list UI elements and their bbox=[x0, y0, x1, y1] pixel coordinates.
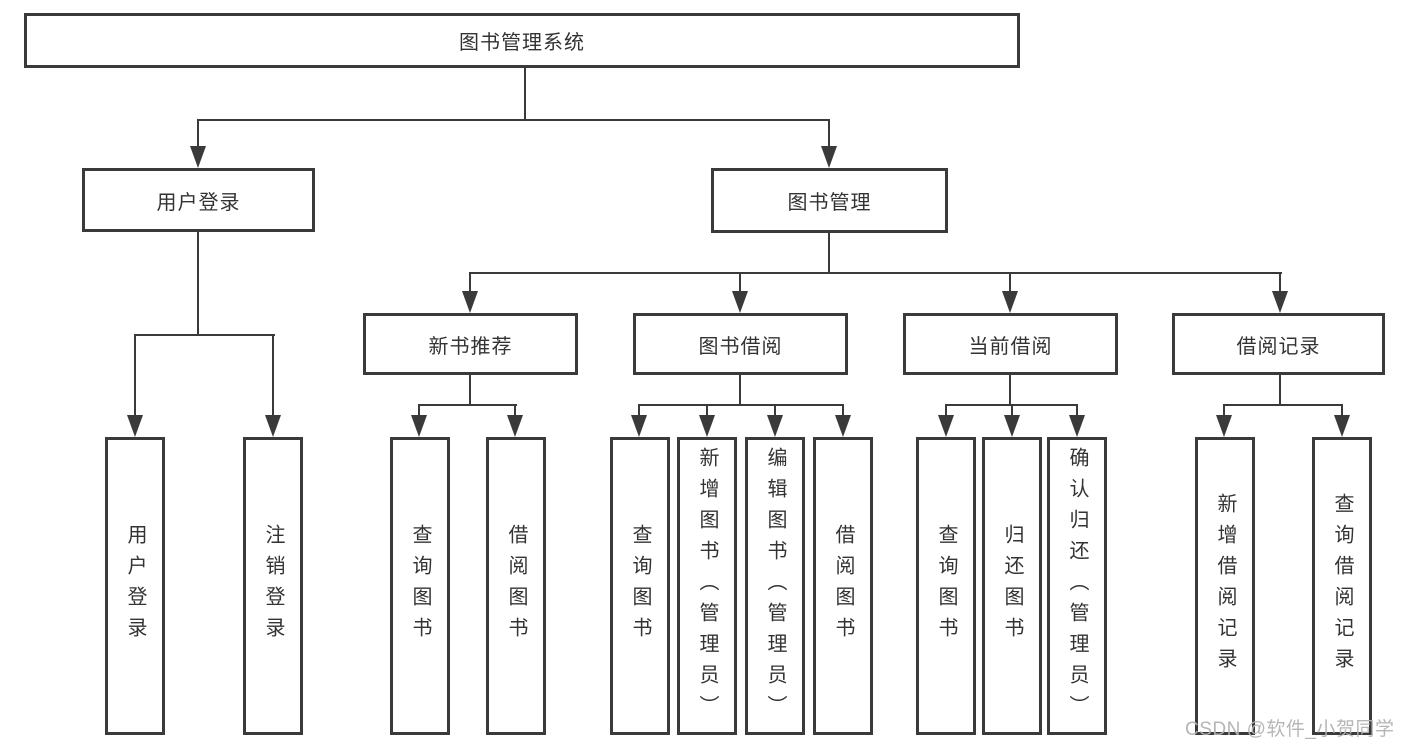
connector-line bbox=[524, 68, 526, 121]
leaf-add-books-admin: 新增图书（管理员） bbox=[677, 437, 737, 735]
arrow-down-icon bbox=[1334, 415, 1350, 437]
connector-line bbox=[828, 119, 830, 148]
arrow-down-icon bbox=[699, 415, 715, 437]
arrow-down-icon bbox=[127, 415, 143, 437]
leaf-borrow-books-recommend: 借阅图书 bbox=[486, 437, 546, 735]
connector-line bbox=[638, 404, 844, 406]
leaf-query-books-current-label: 查询图书 bbox=[935, 524, 957, 648]
csdn-watermark: CSDN @软件_小贺同学 bbox=[1185, 719, 1395, 740]
connector-line bbox=[197, 119, 199, 148]
arrow-down-icon bbox=[1002, 291, 1018, 313]
node-borrow-records-label: 借阅记录 bbox=[1236, 335, 1321, 358]
leaf-confirm-return-admin-label: 确认归还（管理员） bbox=[1066, 446, 1088, 726]
connector-line bbox=[1223, 404, 1343, 406]
connector-line bbox=[1279, 272, 1281, 293]
arrow-down-icon bbox=[631, 415, 647, 437]
arrow-down-icon bbox=[1069, 415, 1085, 437]
arrow-down-icon bbox=[835, 415, 851, 437]
connector-line bbox=[1009, 272, 1011, 293]
leaf-return-books-label: 归还图书 bbox=[1001, 524, 1023, 648]
leaf-query-books-recommend-label: 查询图书 bbox=[409, 524, 431, 648]
leaf-edit-books-admin: 编辑图书（管理员） bbox=[745, 437, 805, 735]
node-new-book-recommend: 新书推荐 bbox=[363, 313, 578, 375]
arrow-down-icon bbox=[732, 291, 748, 313]
arrow-down-icon bbox=[190, 146, 206, 168]
node-root: 图书管理系统 bbox=[24, 13, 1020, 68]
leaf-return-books: 归还图书 bbox=[982, 437, 1042, 735]
node-book-management: 图书管理 bbox=[711, 168, 948, 233]
connector-line bbox=[1076, 404, 1078, 417]
connector-line bbox=[739, 375, 741, 406]
connector-line bbox=[469, 375, 471, 406]
leaf-add-borrow-record-label: 新增借阅记录 bbox=[1214, 493, 1236, 679]
connector-line bbox=[418, 404, 420, 417]
arrow-down-icon bbox=[507, 415, 523, 437]
leaf-confirm-return-admin: 确认归还（管理员） bbox=[1047, 437, 1107, 735]
node-book-borrowing-label: 图书借阅 bbox=[698, 335, 783, 358]
arrow-down-icon bbox=[1216, 415, 1232, 437]
leaf-borrow-books-borrowing: 借阅图书 bbox=[813, 437, 873, 735]
node-book-borrowing: 图书借阅 bbox=[633, 313, 848, 375]
connector-line bbox=[1279, 375, 1281, 406]
connector-line bbox=[469, 272, 1282, 274]
node-borrow-records: 借阅记录 bbox=[1172, 313, 1385, 375]
connector-line bbox=[706, 404, 708, 417]
connector-line bbox=[828, 233, 830, 274]
connector-line bbox=[739, 272, 741, 293]
connector-line bbox=[638, 404, 640, 417]
node-user-login-label: 用户登录 bbox=[156, 191, 241, 214]
arrow-down-icon bbox=[767, 415, 783, 437]
arrow-down-icon bbox=[1272, 291, 1288, 313]
node-user-login: 用户登录 bbox=[82, 168, 315, 232]
connector-line bbox=[197, 232, 199, 336]
connector-line bbox=[514, 404, 516, 417]
leaf-query-borrow-record: 查询借阅记录 bbox=[1312, 437, 1372, 735]
leaf-query-books-current: 查询图书 bbox=[916, 437, 976, 735]
connector-line bbox=[774, 404, 776, 417]
leaf-add-books-admin-label: 新增图书（管理员） bbox=[696, 446, 718, 726]
leaf-edit-books-admin-label: 编辑图书（管理员） bbox=[764, 446, 786, 726]
connector-line bbox=[134, 334, 275, 336]
arrow-down-icon bbox=[462, 291, 478, 313]
connector-line bbox=[1223, 404, 1225, 417]
connector-line bbox=[842, 404, 844, 417]
connector-line bbox=[134, 334, 136, 415]
connector-line bbox=[197, 119, 830, 121]
arrow-down-icon bbox=[1004, 415, 1020, 437]
arrow-down-icon bbox=[821, 146, 837, 168]
leaf-user-login: 用户登录 bbox=[105, 437, 165, 735]
node-current-borrowing-label: 当前借阅 bbox=[968, 335, 1053, 358]
node-new-book-recommend-label: 新书推荐 bbox=[428, 335, 513, 358]
leaf-query-borrow-record-label: 查询借阅记录 bbox=[1331, 493, 1353, 679]
leaf-query-books-borrowing-label: 查询图书 bbox=[629, 524, 651, 648]
leaf-borrow-books-recommend-label: 借阅图书 bbox=[505, 524, 527, 648]
connector-line bbox=[1011, 404, 1013, 417]
connector-line bbox=[469, 272, 471, 293]
node-root-label: 图书管理系统 bbox=[459, 32, 585, 54]
leaf-query-books-borrowing: 查询图书 bbox=[610, 437, 670, 735]
node-book-management-label: 图书管理 bbox=[787, 192, 872, 214]
connector-line bbox=[272, 334, 274, 415]
leaf-user-login-label: 用户登录 bbox=[124, 524, 146, 648]
node-current-borrowing: 当前借阅 bbox=[903, 313, 1118, 375]
leaf-borrow-books-borrowing-label: 借阅图书 bbox=[832, 524, 854, 648]
connector-line bbox=[418, 404, 517, 406]
arrow-down-icon bbox=[411, 415, 427, 437]
leaf-logout-label: 注销登录 bbox=[262, 524, 284, 648]
leaf-logout: 注销登录 bbox=[243, 437, 303, 735]
connector-line bbox=[1009, 375, 1011, 406]
leaf-query-books-recommend: 查询图书 bbox=[390, 437, 450, 735]
connector-line bbox=[945, 404, 947, 417]
leaf-add-borrow-record: 新增借阅记录 bbox=[1195, 437, 1255, 735]
connector-line bbox=[1341, 404, 1343, 417]
arrow-down-icon bbox=[265, 415, 281, 437]
arrow-down-icon bbox=[938, 415, 954, 437]
